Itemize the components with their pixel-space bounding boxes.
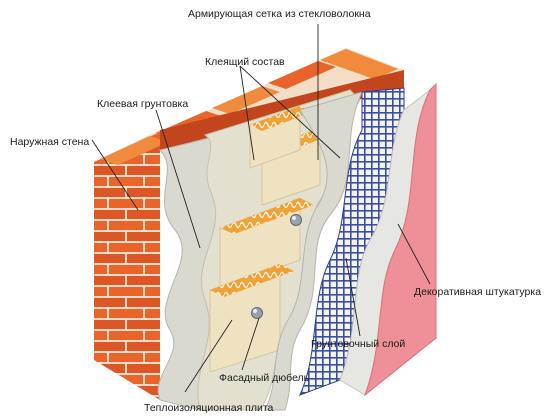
label-adhesive-primer: Клеевая грунтовка — [97, 98, 188, 110]
label-insulation-board: Теплоизоляционная плита — [144, 402, 273, 414]
label-outer-wall: Наружная стена — [10, 136, 89, 148]
dowel-head-icon — [291, 215, 302, 226]
label-facade-dowel: Фасадный дюбель — [219, 372, 309, 384]
label-decorative-plaster: Декоративная штукатурка — [414, 286, 541, 298]
dowel-head-icon — [252, 308, 263, 319]
label-fiberglass-mesh: Армирующая сетка из стекловолокна — [188, 8, 371, 20]
outer-wall-front — [94, 130, 160, 400]
label-primer-layer: Грунтовочный слой — [311, 338, 405, 350]
label-adhesive-mix: Клеящий состав — [205, 56, 285, 68]
